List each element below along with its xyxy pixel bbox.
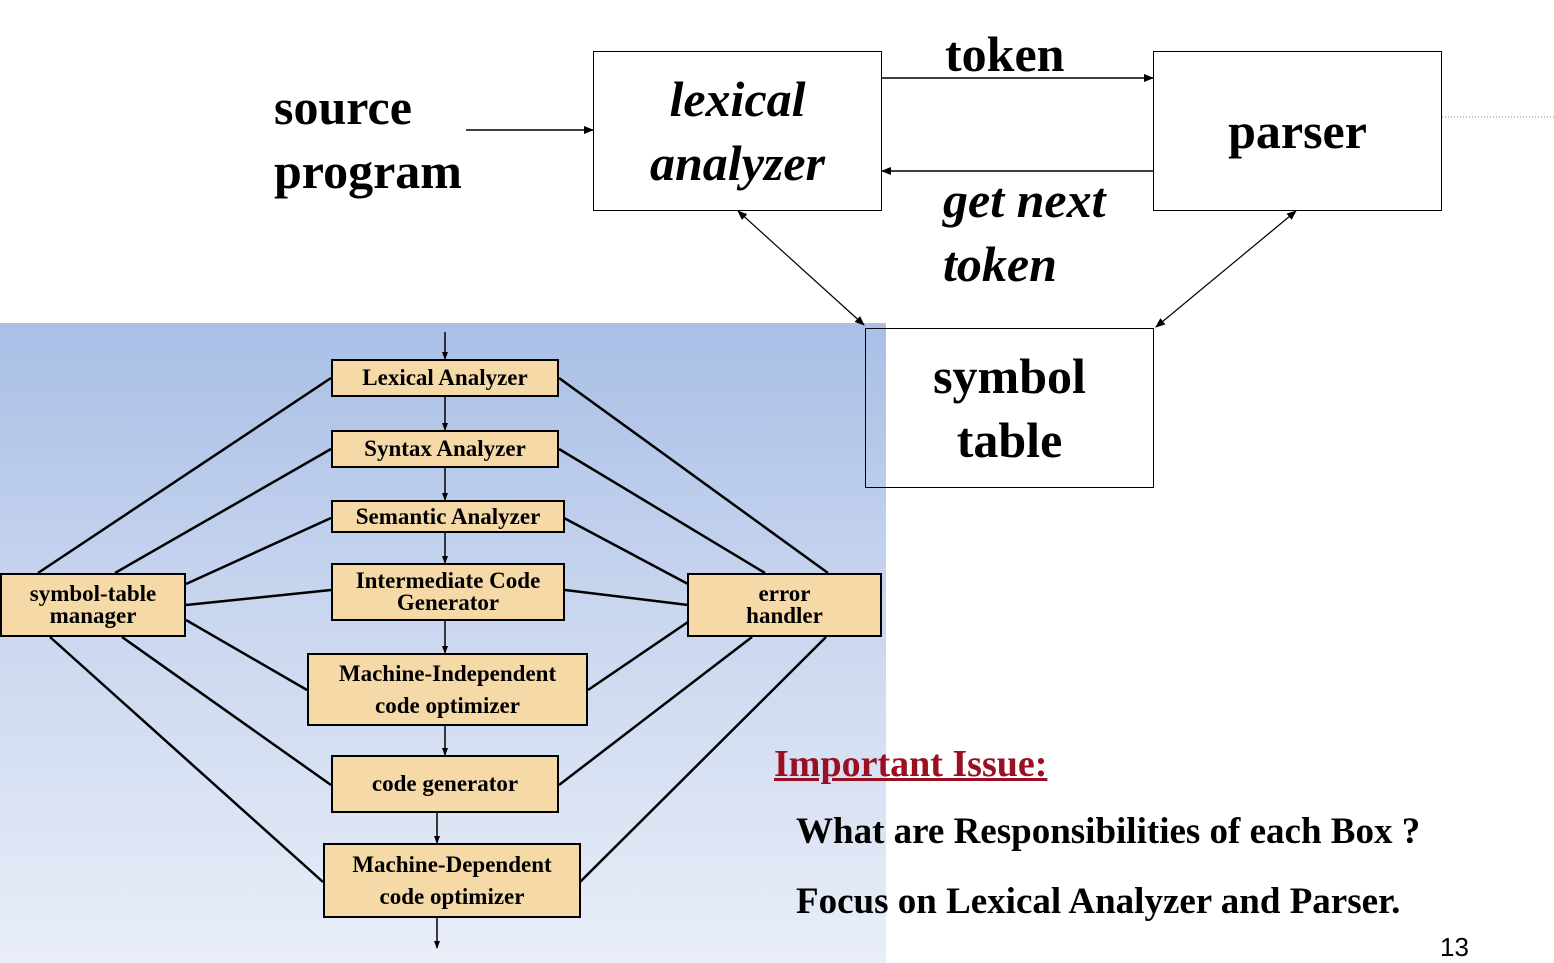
issue-line-1: What are Responsibilities of each Box ?	[796, 811, 1421, 852]
parser-symbol-arrow	[1155, 210, 1297, 328]
symbol-table-manager: symbol-table manager	[0, 573, 186, 637]
machine-dependent-optimizer-phase: Machine-Dependent code optimizer	[323, 843, 581, 918]
parser-box: parser	[1153, 51, 1442, 211]
lexical-analyzer-phase: Lexical Analyzer	[331, 359, 559, 397]
page-number: 13	[1440, 932, 1469, 962]
error-handler: error handler	[687, 573, 882, 637]
syntax-analyzer-phase: Syntax Analyzer	[331, 430, 559, 468]
lexer-symbol-arrow	[737, 210, 865, 326]
get-next-token-label: get next token	[943, 172, 1106, 292]
machine-independent-optimizer-phase: Machine-Independent code optimizer	[307, 653, 588, 726]
symbol-table-box: symbol table	[865, 328, 1154, 488]
semantic-analyzer-phase: Semantic Analyzer	[331, 500, 565, 533]
issue-line-2: Focus on Lexical Analyzer and Parser.	[796, 881, 1401, 922]
source-program-label: source program	[274, 79, 462, 199]
token-label: token	[945, 26, 1065, 82]
intermediate-code-generator-phase: Intermediate Code Generator	[331, 563, 565, 621]
lexical-analyzer-box: lexical analyzer	[593, 51, 882, 211]
code-generator-phase: code generator	[331, 755, 559, 813]
important-issue-title: Important Issue:	[774, 743, 1048, 785]
